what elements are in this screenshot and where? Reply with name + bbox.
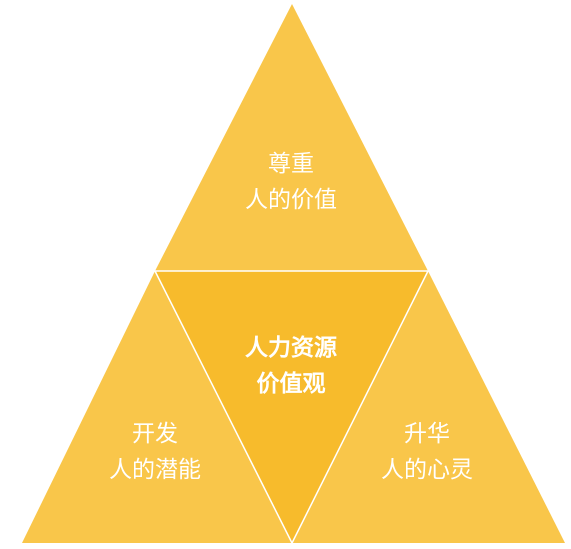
left-triangle xyxy=(22,271,292,543)
center-label-line1: 人力资源 xyxy=(245,335,337,361)
top-label-line1: 尊重 xyxy=(268,151,314,177)
right-triangle xyxy=(292,271,565,543)
center-label: 人力资源 价值观 xyxy=(245,330,337,402)
right-label: 升华 人的心灵 xyxy=(381,416,473,488)
top-label-line2: 人的价值 xyxy=(245,187,337,213)
left-label-line1: 开发 xyxy=(132,421,178,447)
right-label-line1: 升华 xyxy=(404,421,450,447)
top-triangle xyxy=(155,4,428,271)
left-label: 开发 人的潜能 xyxy=(109,416,201,488)
left-label-line2: 人的潜能 xyxy=(109,457,201,483)
right-label-line2: 人的心灵 xyxy=(381,457,473,483)
center-triangle xyxy=(154,270,429,544)
top-label: 尊重 人的价值 xyxy=(245,146,337,218)
center-label-line2: 价值观 xyxy=(256,371,326,397)
